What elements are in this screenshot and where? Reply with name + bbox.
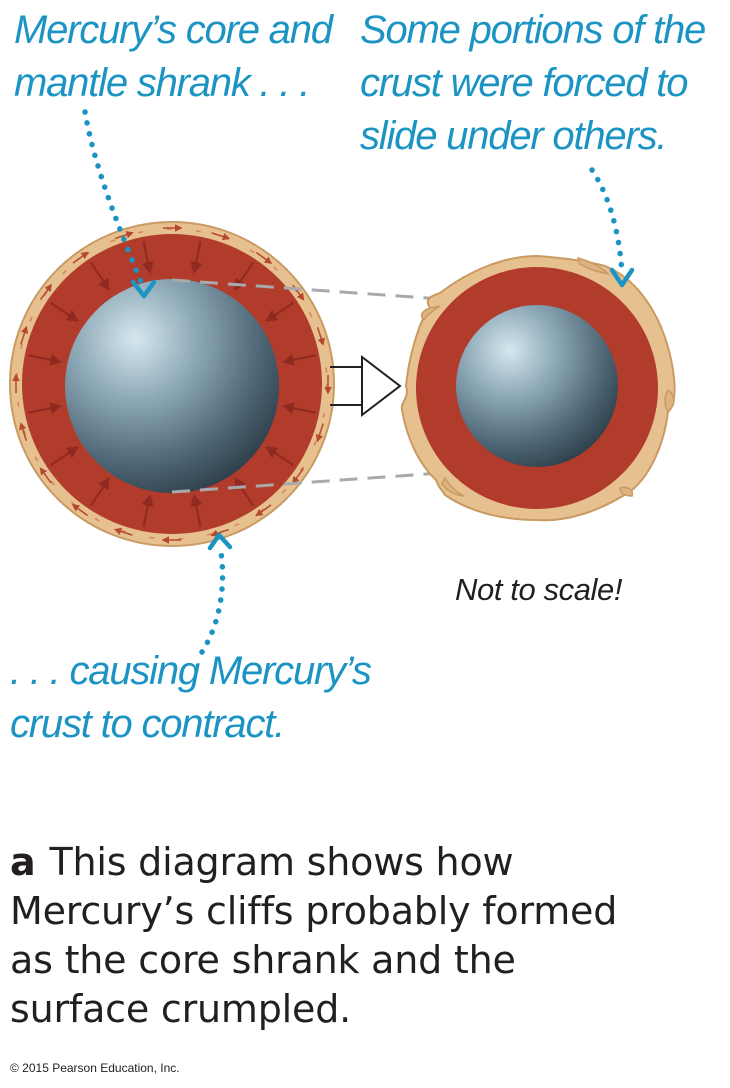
caption-line: a This diagram shows how <box>10 838 617 887</box>
annotation-line: slide under others. <box>360 114 667 158</box>
pointer-core-shrank-head <box>130 279 157 299</box>
inward-arrow <box>50 446 79 466</box>
crust-arrow <box>71 504 89 517</box>
crust-arrow <box>19 422 28 441</box>
crust-arrow <box>316 327 325 346</box>
crust-arrow <box>72 251 89 264</box>
planet-after <box>400 254 676 522</box>
inward-arrow <box>50 302 79 322</box>
planet-before <box>9 221 335 547</box>
annotation-crust-contract: . . . causing Mercury’s crust to contrac… <box>10 645 372 751</box>
annotation-line: Some portions of the <box>360 8 706 52</box>
inward-arrow <box>234 477 254 506</box>
crust-arrow <box>210 528 229 537</box>
pointer-crust-contract-head <box>207 532 233 551</box>
caption-text: This diagram shows how <box>49 840 514 884</box>
crust-arrow <box>20 325 29 345</box>
inward-arrow <box>281 402 316 415</box>
copyright-notice: © 2015 Pearson Education, Inc. <box>10 1061 180 1075</box>
crust-arrow <box>255 251 273 264</box>
inward-arrow <box>90 262 110 291</box>
annotation-core-shrank: Mercury’s core and mantle shrank . . . <box>14 4 333 110</box>
pointer-core-shrank <box>82 109 146 290</box>
crust-overlap-bottom-right <box>619 486 634 497</box>
annotation-line: crust to contract. <box>10 702 285 746</box>
crust-arrow-ring <box>16 228 328 540</box>
caption-line: as the core shrank and the <box>10 938 516 982</box>
pointer-crust-slide-head <box>609 267 635 288</box>
crust-contraction-arrows <box>12 224 332 544</box>
annotation-line: mantle shrank . . . <box>14 61 310 105</box>
annotation-line: Mercury’s core and <box>14 8 333 52</box>
crust-arrow <box>115 231 134 240</box>
annotation-line: crust were forced to <box>360 61 688 105</box>
inward-arrow <box>28 353 63 366</box>
scale-note: Not to scale! <box>455 572 623 607</box>
core-after <box>456 305 618 467</box>
crust-arrow <box>113 527 133 536</box>
comparison-guide-lines <box>171 278 541 494</box>
inward-arrow <box>265 302 294 322</box>
inward-arrow <box>141 493 154 528</box>
transition-arrow <box>330 354 402 418</box>
annotation-crust-slide: Some portions of the crust were forced t… <box>360 4 706 163</box>
crust-overlap-left <box>420 305 441 322</box>
crust-overlap-right <box>664 388 675 414</box>
inward-arrow <box>281 353 316 366</box>
inward-arrow <box>190 240 203 275</box>
crust-arrow <box>211 232 231 241</box>
inward-arrow <box>141 240 154 275</box>
crust-arrow <box>39 467 52 484</box>
inward-arrow <box>190 493 203 528</box>
crust-arrow <box>39 283 52 301</box>
crust-arrow <box>315 423 324 443</box>
inward-arrow <box>28 402 63 415</box>
crust-arrow <box>292 467 305 485</box>
crust-arrow <box>255 504 272 517</box>
figure-caption: a This diagram shows how Mercury’s cliffs… <box>10 838 617 1034</box>
pointer-crust-slide <box>589 167 625 277</box>
caption-line: Mercury’s cliffs probably formed <box>10 889 618 933</box>
crust-overlap-top <box>576 256 611 276</box>
inward-arrow <box>90 477 110 506</box>
core-before <box>65 279 279 493</box>
caption-line: surface crumpled. <box>10 987 351 1031</box>
caption-letter: a <box>10 840 36 884</box>
crust-overlap-bottom-left <box>441 476 465 497</box>
annotation-line: . . . causing Mercury’s <box>10 649 372 693</box>
pointer-arrows <box>82 109 635 655</box>
pointer-crust-contract <box>199 543 226 655</box>
inward-arrow <box>265 446 294 466</box>
